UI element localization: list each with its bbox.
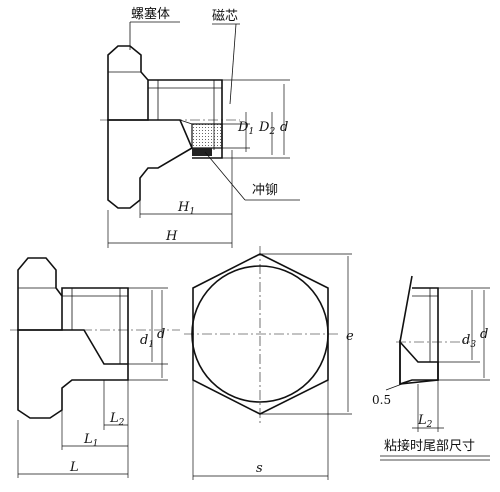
- svg-text:d1: d1: [140, 333, 154, 350]
- magnetic-plug-view: D1 D2 d 螺塞体 磁芯 冲铆 H1 H: [100, 6, 300, 248]
- svg-text:L2: L2: [417, 413, 433, 430]
- label-rivet: 冲铆: [252, 183, 278, 198]
- svg-text:0.5: 0.5: [372, 393, 391, 407]
- tail-section-hatch: [399, 339, 439, 385]
- svg-text:H1: H1: [177, 200, 195, 217]
- svg-text:d: d: [157, 327, 165, 342]
- svg-text:L1: L1: [83, 432, 98, 449]
- svg-text:d: d: [280, 120, 288, 135]
- adhesive-tail-detail: d3 d L2 0.5 粘接时尾部尺寸: [372, 275, 490, 461]
- label-plug-body: 螺塞体: [131, 6, 170, 22]
- svg-text:s: s: [256, 461, 263, 476]
- magnet-core: [191, 123, 223, 149]
- head-section-hatch: [107, 119, 194, 209]
- svg-text:D2: D2: [258, 120, 275, 137]
- label-magnet-core: 磁芯: [212, 9, 238, 24]
- svg-text:D1: D1: [237, 120, 254, 137]
- caption-adhesive-tail: 粘接时尾部尺寸: [384, 438, 475, 454]
- plug-section-hatch: [17, 329, 129, 419]
- svg-text:d3: d3: [462, 333, 476, 350]
- svg-text:H: H: [165, 229, 178, 244]
- hex-end-view: e s: [184, 246, 354, 480]
- plug-section-view: d1 d L2 L1 L: [10, 257, 180, 478]
- svg-text:L: L: [69, 460, 79, 475]
- svg-text:d: d: [480, 327, 488, 342]
- svg-text:L2: L2: [109, 411, 125, 428]
- svg-text:e: e: [346, 329, 354, 344]
